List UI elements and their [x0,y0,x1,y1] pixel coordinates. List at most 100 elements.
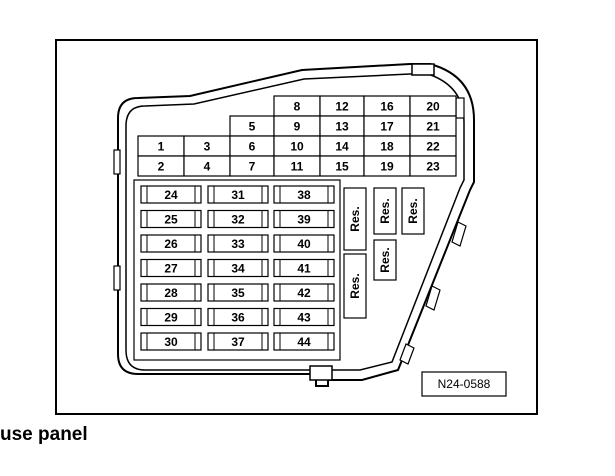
fuse-cell: 1 [137,135,185,157]
fuse-body [140,234,202,253]
fuse-body [207,258,269,278]
fuse-cell: 22 [409,135,457,157]
housing-rib [399,343,415,365]
fuse-number: 22 [426,140,440,154]
fuse-cell: 12 [319,95,365,117]
fuse-cell: 10 [273,135,321,157]
fuse: 39 [273,209,335,229]
fuse-body [207,234,269,253]
reserve-fuse-body [343,187,367,251]
fuse-body [207,332,269,351]
fuse-body [207,283,269,302]
fuse-number: 36 [231,311,245,325]
fuse-number: 9 [294,120,301,134]
fuse: 42 [273,283,335,302]
fuse-number: 16 [380,100,394,114]
fuse-number: 27 [164,262,178,276]
fuse: 25 [140,209,202,229]
fuse-number: 44 [297,335,311,349]
fuse-cell: 4 [183,155,231,177]
fuse: 36 [207,307,269,327]
fuse-number: 32 [231,213,245,227]
diagram-code-badge [421,371,507,397]
diagram-code: N24-0588 [438,377,491,391]
fuse-number: 18 [380,140,394,154]
fuse-number: 43 [297,311,311,325]
fuse-number: 38 [297,188,311,202]
fuse-cell: 2 [137,155,185,177]
fuse-number: 24 [164,188,178,202]
fuse-body [273,258,335,278]
fuse-body [273,185,335,204]
fuse-number: 29 [164,311,178,325]
fuse-cell: 7 [229,155,275,177]
fuse-number: 31 [231,188,245,202]
reserve-fuse-body [373,187,397,235]
fuse-box-inner-outline [125,73,465,371]
fuse-number: 12 [335,100,349,114]
fuse-body [273,234,335,253]
fuse-number: 17 [380,120,394,134]
fuse: 26 [140,234,202,253]
housing-tab [411,63,435,76]
fuse-cell: 9 [273,115,321,137]
fuse-number: 40 [297,237,311,251]
fuse-body [273,283,335,302]
fuse-number: 8 [294,100,301,114]
fuse-cell: 3 [183,135,231,157]
fuse-body [207,307,269,327]
fuse-cell: 16 [363,95,411,117]
reserve-fuse-slots: Res.Res.Res.Res.Res. [343,187,425,319]
fuse: 41 [273,258,335,278]
fuse-number: 6 [249,140,256,154]
fuse-body [273,209,335,229]
fuse-cell: 18 [363,135,411,157]
fuse-body [207,209,269,229]
fuse: 24 [140,185,202,204]
housing-bottom-tab [309,365,333,381]
fuse-number: 15 [335,160,349,174]
fuse-body [140,258,202,278]
reserve-label: Res. [378,198,392,223]
fuse-number: 14 [335,140,349,154]
fuse-number: 35 [231,286,245,300]
fuse-number: 28 [164,286,178,300]
fuse-number: 3 [204,140,211,154]
fuse-cell: 23 [409,155,457,177]
fuse-cell: 19 [363,155,411,177]
fuse-number: 37 [231,335,245,349]
fuse-number: 30 [164,335,178,349]
fuse-body [273,332,335,351]
fuse: 27 [140,258,202,278]
fuse-cell: 13 [319,115,365,137]
fuse-number: 26 [164,237,178,251]
fuse-number: 20 [426,100,440,114]
fuse-number: 5 [249,120,256,134]
fuse: 35 [207,283,269,302]
fuse-cell-box [409,155,457,177]
housing-clip [113,265,121,291]
fuse-cell: 5 [229,115,275,137]
housing-rib [451,221,467,247]
reserve-label: Res. [348,273,362,298]
lower-fuse-area [133,179,341,361]
fuse-number: 2 [158,160,165,174]
fuse: 40 [273,234,335,253]
fuse: 31 [207,185,269,204]
fuse-cell: 17 [363,115,411,137]
fuse-number: 42 [297,286,311,300]
lower-fuse-columns: 2425262728293031323334353637383940414243… [140,185,335,351]
housing-clip [113,149,121,175]
fuse-number: 23 [426,160,440,174]
fuse-body [140,185,202,204]
fuse-body [140,307,202,327]
fuse-number: 25 [164,213,178,227]
reserve-fuse-body [373,239,397,281]
fuse: 33 [207,234,269,253]
reserve-fuse: Res. [373,239,397,281]
fuse-number: 7 [249,160,256,174]
fuse: 29 [140,307,202,327]
fuse: 37 [207,332,269,351]
